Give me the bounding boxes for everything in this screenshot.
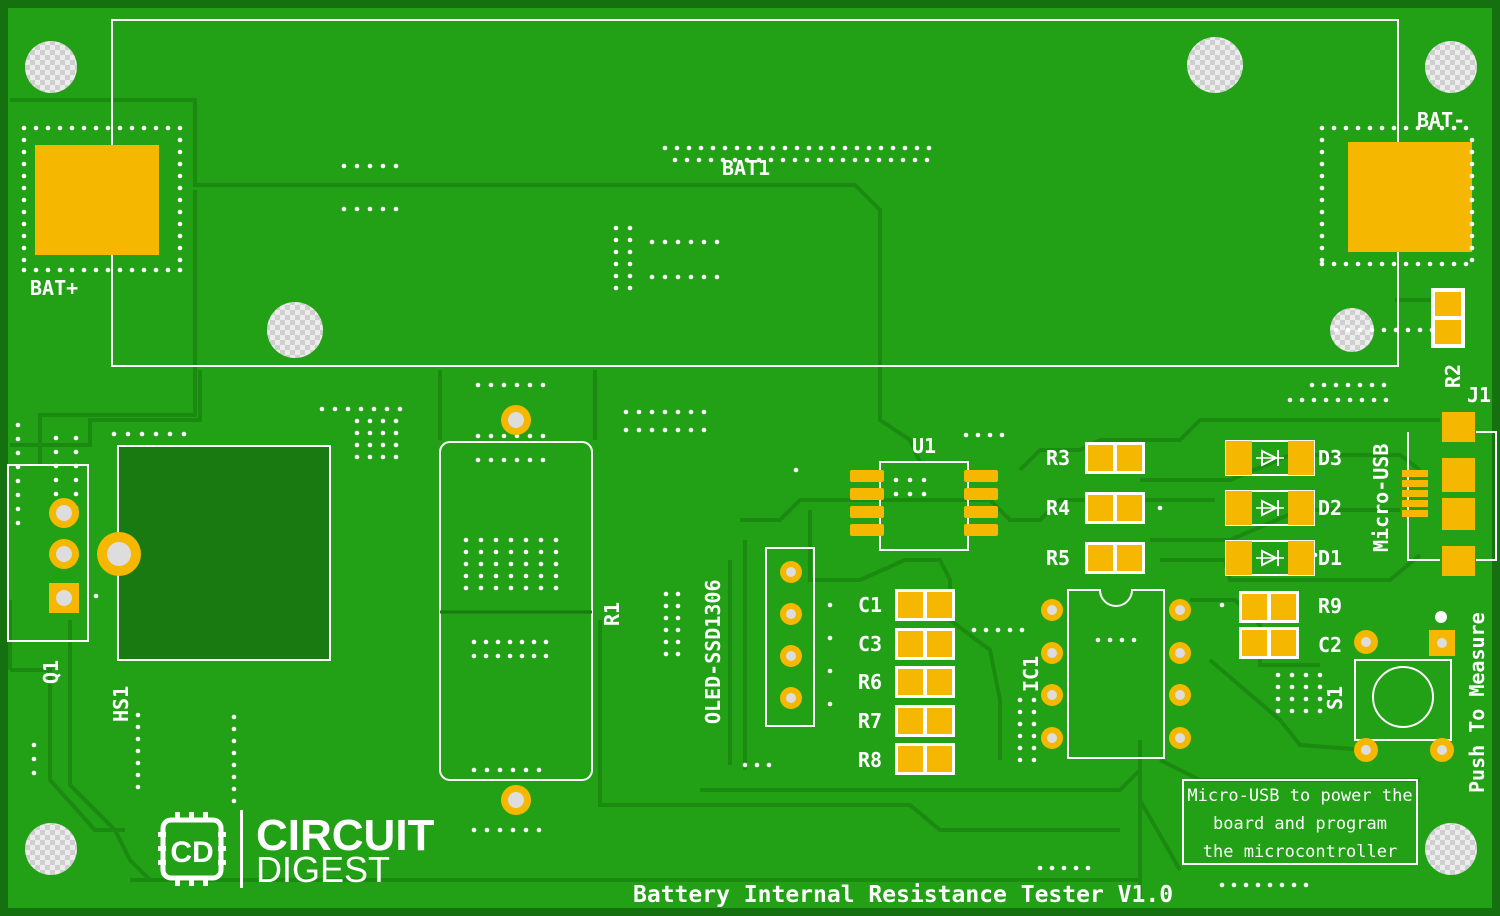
label-r6: R6 <box>858 670 882 694</box>
heatsink-outline <box>117 445 331 661</box>
mounting-holes <box>21 34 1481 879</box>
label-ic1: IC1 <box>1019 656 1043 692</box>
label-micro-usb: Micro-USB <box>1369 444 1393 552</box>
label-bat-minus: BAT- <box>1417 108 1465 132</box>
label-bat1: BAT1 <box>722 156 770 180</box>
label-c2: C2 <box>1318 633 1342 657</box>
label-s1: S1 <box>1323 686 1347 710</box>
label-bat-plus: BAT+ <box>30 276 78 300</box>
chip-logo-icon: CD <box>158 812 226 886</box>
label-c3: C3 <box>858 632 882 656</box>
logo-circuit: CIRCUIT <box>256 811 435 860</box>
label-r4: R4 <box>1046 496 1070 520</box>
label-oled: OLED-SSD1306 <box>701 580 725 725</box>
oled-header-pads <box>780 561 802 709</box>
diodes <box>1225 440 1315 576</box>
s1-pads <box>1354 611 1455 762</box>
label-d3: D3 <box>1318 446 1342 470</box>
label-j1: J1 <box>1467 383 1491 407</box>
q1-outline <box>7 464 89 642</box>
label-u1: U1 <box>912 434 936 458</box>
q1-pads <box>49 498 79 613</box>
label-r1: R1 <box>600 602 624 626</box>
bat-plus-pad <box>35 145 159 255</box>
note-line-3: the microcontroller <box>1203 842 1397 862</box>
note-box <box>1182 779 1418 865</box>
bat-minus-pad <box>1348 142 1472 252</box>
circuit-digest-logo: CD CIRCUIT DIGEST <box>158 810 435 890</box>
label-r9: R9 <box>1318 594 1342 618</box>
label-r3: R3 <box>1046 446 1070 470</box>
label-r2: R2 <box>1441 364 1465 388</box>
label-d2: D2 <box>1318 496 1342 520</box>
smd-pads <box>895 442 1299 775</box>
label-d1: D1 <box>1318 546 1342 570</box>
board-title: Battery Internal Resistance Tester V1.0 <box>633 882 1173 908</box>
label-q1: Q1 <box>39 660 63 684</box>
label-push-to-measure: Push To Measure <box>1465 612 1489 793</box>
logo-digest: DIGEST <box>256 849 390 890</box>
r2-pads <box>1431 288 1465 348</box>
label-r8: R8 <box>858 748 882 772</box>
u1-pads <box>850 470 998 536</box>
label-c1: C1 <box>858 593 882 617</box>
j1-pads <box>1402 412 1475 576</box>
label-r5: R5 <box>1046 546 1070 570</box>
svg-text:CD: CD <box>170 836 213 869</box>
note-line-1: Micro-USB to power the <box>1187 786 1412 806</box>
note-line-2: board and program <box>1213 814 1387 834</box>
traces <box>8 98 1440 900</box>
label-hs1: HS1 <box>109 686 133 722</box>
ic1-pads <box>1041 599 1191 749</box>
label-r7: R7 <box>858 709 882 733</box>
ic1-outline <box>1067 589 1165 759</box>
s1-outline <box>1354 659 1452 741</box>
oled-header-outline <box>765 547 815 727</box>
